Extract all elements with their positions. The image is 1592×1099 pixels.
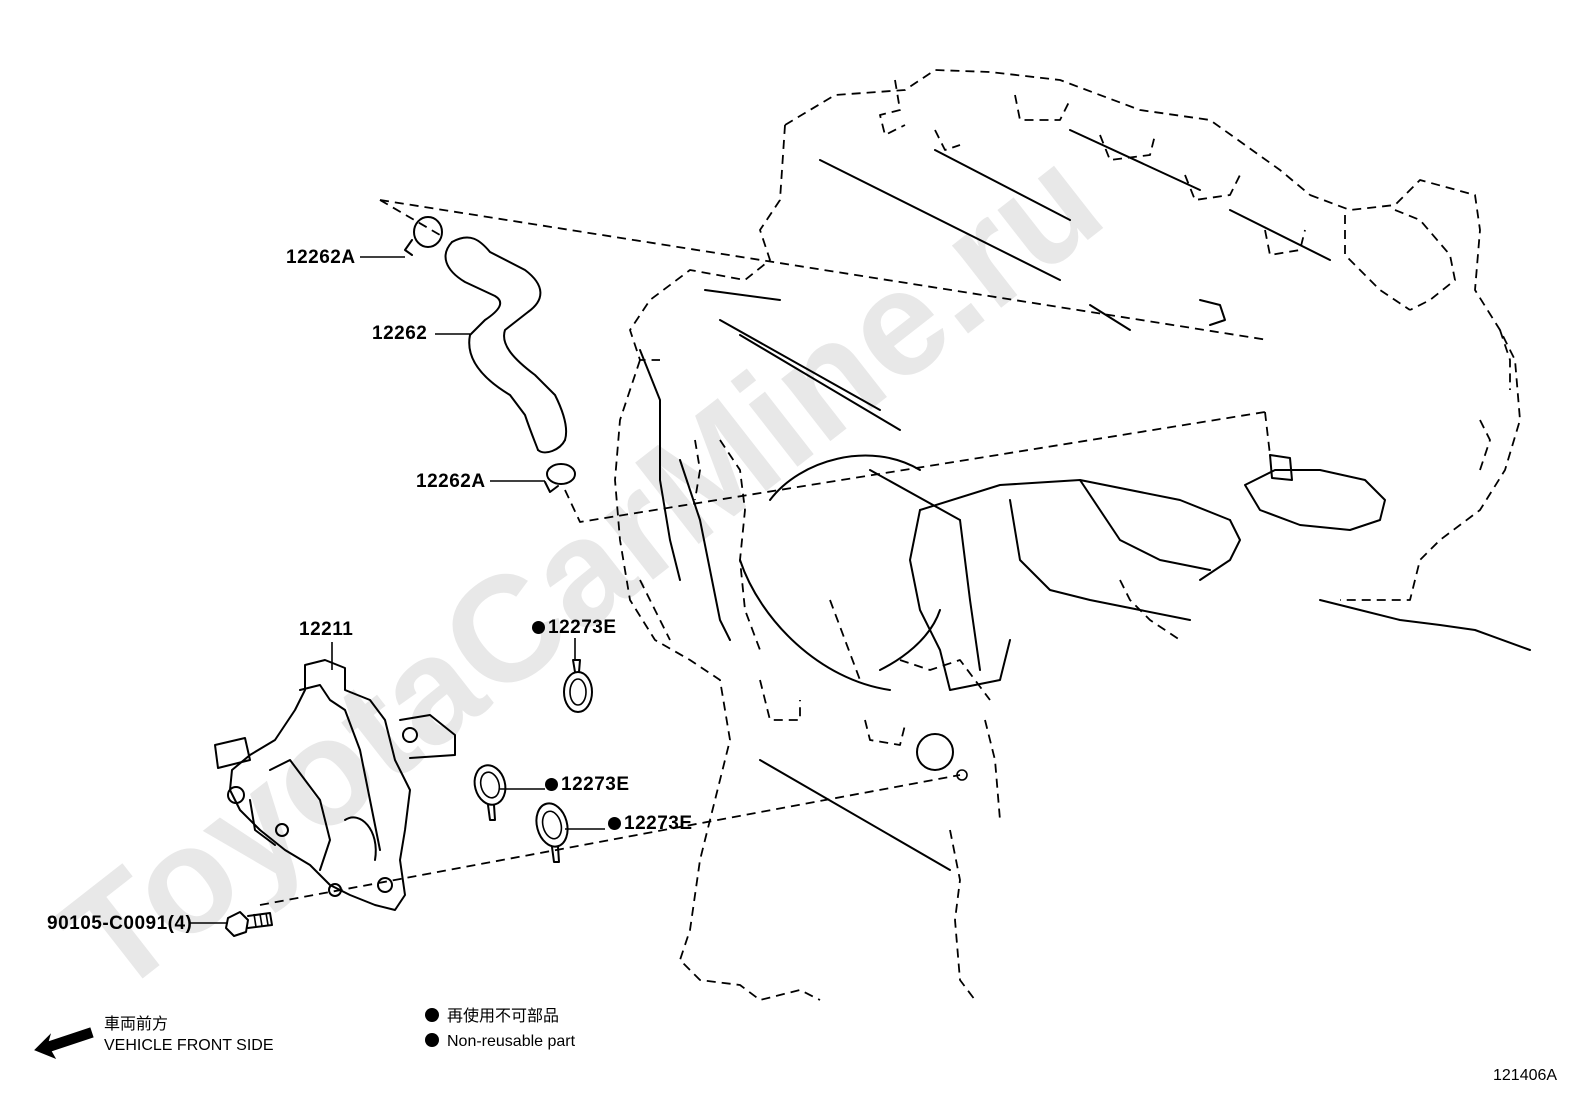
nonreusable-en-legend: Non-reusable part bbox=[425, 1033, 575, 1050]
o-ring-1-shape bbox=[563, 659, 593, 713]
engine-port bbox=[916, 733, 968, 781]
nonreusable-jp-text: 再使用不可部品 bbox=[447, 1008, 560, 1025]
o-ring-2-shape bbox=[473, 764, 507, 821]
nonreusable-en-text: Non-reusable part bbox=[447, 1033, 576, 1050]
engine-outline bbox=[614, 69, 1521, 1001]
nonreusable-dot-icon bbox=[608, 817, 621, 830]
vacuum-pump-shape bbox=[214, 659, 456, 911]
label-vacuum-pump[interactable]: 12211 bbox=[299, 619, 354, 640]
engine-solid-lines bbox=[639, 129, 1531, 871]
label-o-ring-3-text: 12273E bbox=[624, 813, 693, 834]
clip-bottom-shape bbox=[544, 463, 576, 493]
bolt-shape bbox=[225, 911, 273, 937]
figure-code: 121406A bbox=[1493, 1067, 1558, 1084]
label-clip-top[interactable]: 12262A bbox=[286, 247, 356, 268]
nonreusable-dot-icon bbox=[532, 621, 545, 634]
front-direction-arrow bbox=[34, 1027, 94, 1059]
nonreusable-dot-icon bbox=[425, 1033, 439, 1047]
leader-lines bbox=[190, 256, 605, 924]
clip-top-shape bbox=[404, 216, 443, 256]
nonreusable-jp-legend: 再使用不可部品 bbox=[425, 1008, 559, 1025]
label-clip-bottom[interactable]: 12262A bbox=[416, 471, 486, 492]
hose-shape bbox=[444, 236, 568, 454]
label-o-ring-2-text: 12273E bbox=[561, 774, 630, 795]
label-o-ring-1-text: 12273E bbox=[548, 617, 617, 638]
label-hose[interactable]: 12262 bbox=[372, 323, 428, 344]
o-ring-3-shape bbox=[535, 802, 569, 863]
direction-jp-text: 車両前方 bbox=[104, 1016, 169, 1033]
assembly-lines bbox=[259, 199, 1271, 906]
label-o-ring-1[interactable]: 12273E bbox=[532, 618, 617, 637]
direction-en-text: VEHICLE FRONT SIDE bbox=[104, 1037, 274, 1054]
label-o-ring-2[interactable]: 12273E bbox=[545, 775, 630, 794]
nonreusable-dot-icon bbox=[425, 1008, 439, 1022]
nonreusable-dot-icon bbox=[545, 778, 558, 791]
label-o-ring-3[interactable]: 12273E bbox=[608, 814, 693, 833]
label-bolt[interactable]: 90105-C0091(4) bbox=[47, 913, 193, 934]
